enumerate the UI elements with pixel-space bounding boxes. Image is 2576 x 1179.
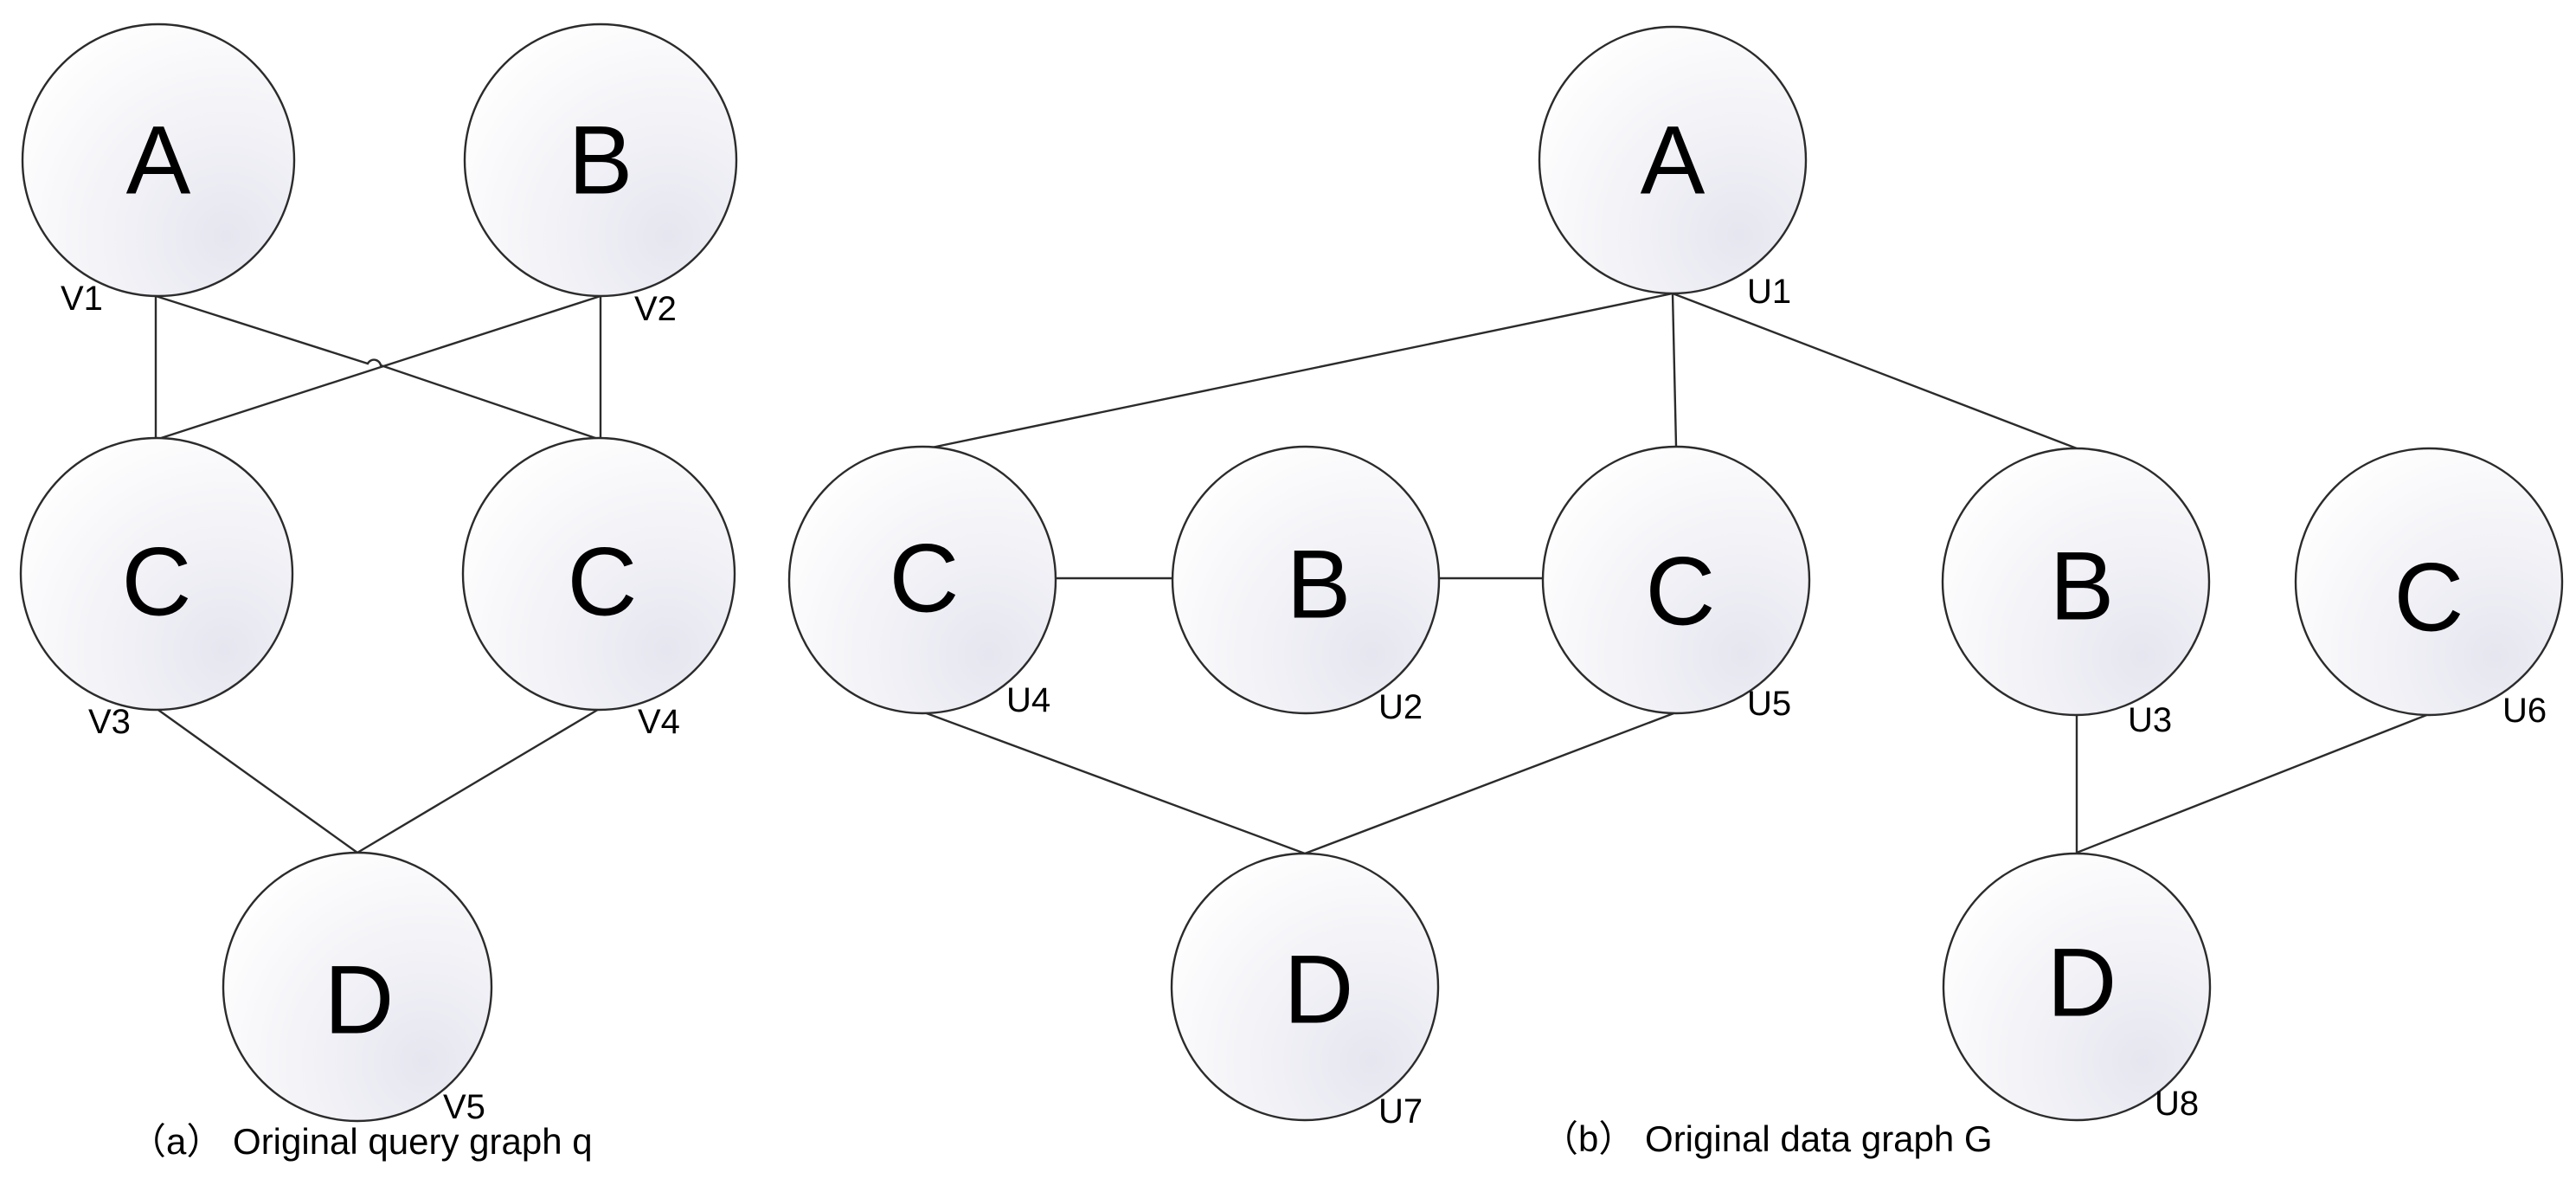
data-graph: A C B C B C D D U1 U — [787, 25, 2564, 1159]
node-letter: C — [2394, 544, 2464, 652]
edge-u4-u7 — [923, 711, 1306, 855]
node-letter: B — [2050, 532, 2115, 641]
node-id-label: V2 — [634, 290, 677, 328]
node-letter: D — [2047, 929, 2117, 1037]
edge-u1-u5 — [1671, 293, 1678, 447]
node-u3: B — [1941, 447, 2211, 717]
node-v3: C — [19, 436, 294, 712]
node-id-label: U6 — [2502, 692, 2547, 730]
node-id-label: U4 — [1006, 681, 1050, 719]
node-id-label: U1 — [1747, 273, 1791, 311]
data-graph-caption: （b） Original data graph G — [1542, 1118, 1993, 1159]
node-id-label: V3 — [88, 703, 131, 741]
node-u1: A — [1538, 25, 1808, 295]
edge-u1-u4 — [927, 292, 1673, 450]
node-u7: D — [1170, 852, 1440, 1122]
node-letter: B — [1287, 531, 1352, 639]
query-graph: A B C C D V1 V2 V3 V4 V5 （a） Original qu… — [19, 23, 738, 1162]
node-u2: B — [1171, 445, 1441, 715]
node-letter: B — [569, 106, 633, 215]
query-graph-caption: （a） Original query graph q — [130, 1121, 593, 1162]
node-letter: C — [890, 525, 960, 633]
node-id-label: U7 — [1378, 1092, 1423, 1131]
node-id-label: V5 — [443, 1088, 485, 1126]
node-id-label: V4 — [638, 703, 680, 741]
node-letter: C — [568, 528, 638, 636]
node-u5: C — [1541, 445, 1811, 715]
node-id-label: U3 — [2128, 701, 2172, 739]
node-letter: A — [1641, 106, 1706, 215]
node-u8: D — [1942, 852, 2212, 1122]
edge-u5-u7 — [1304, 711, 1677, 855]
node-u4: C — [787, 445, 1057, 715]
edge-v3-v5 — [155, 707, 358, 854]
node-letter: C — [122, 528, 192, 636]
node-v4: C — [461, 436, 736, 712]
node-v2: B — [463, 23, 738, 298]
edge-v2-v3 — [155, 294, 601, 441]
node-v5: D — [222, 851, 493, 1123]
edge-v1-v4 — [155, 294, 601, 441]
node-id-label: U2 — [1378, 688, 1423, 726]
node-id-label: U8 — [2155, 1085, 2199, 1123]
edge-v4-v5 — [357, 706, 601, 854]
node-id-label: V1 — [61, 280, 103, 318]
node-v1: A — [21, 23, 296, 298]
node-u6: C — [2294, 447, 2564, 717]
node-letter: D — [324, 946, 395, 1054]
node-letter: C — [1646, 538, 1716, 646]
edge-u1-u3 — [1672, 292, 2078, 450]
node-letter: D — [1284, 936, 1354, 1044]
node-letter: A — [126, 106, 191, 215]
edge-u6-u8 — [2076, 712, 2430, 854]
node-id-label: U5 — [1747, 685, 1791, 723]
